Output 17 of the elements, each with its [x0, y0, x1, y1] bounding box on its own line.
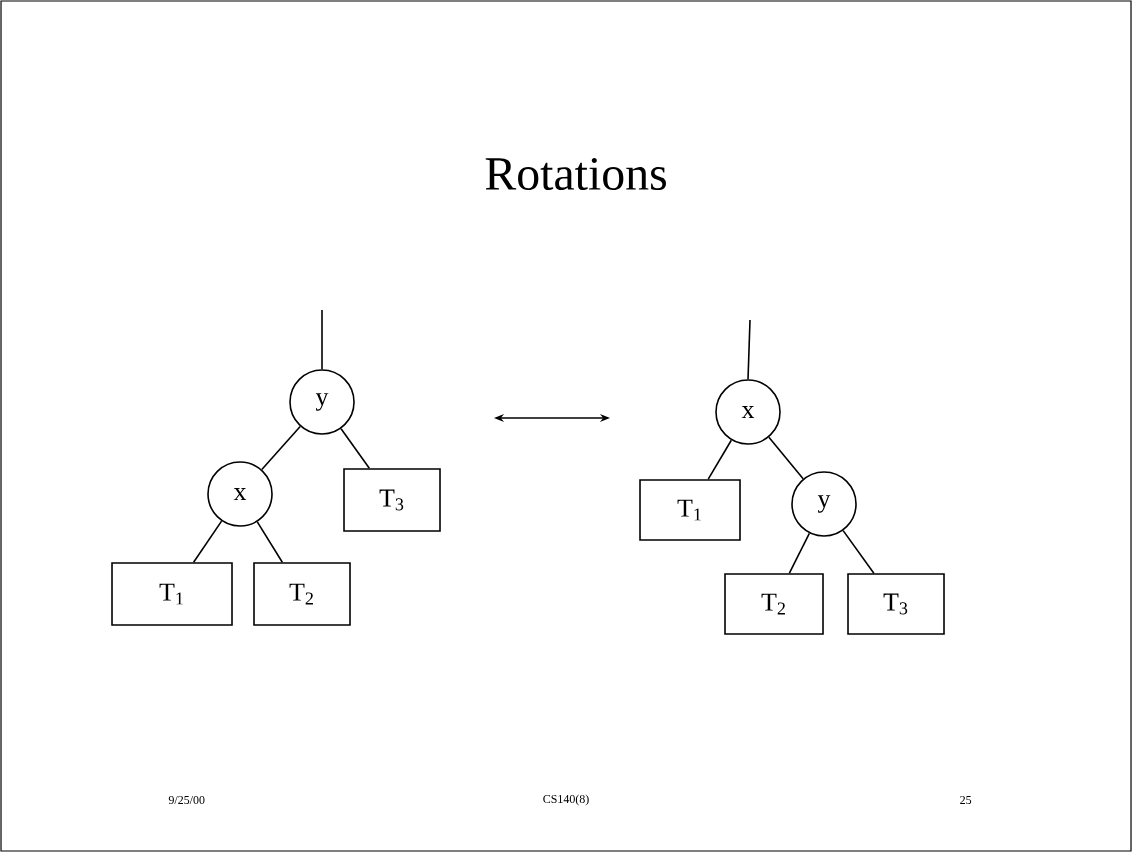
title: Rotations [485, 157, 666, 191]
subtree-box: T$_{2}$ [253, 562, 351, 626]
subtree-box: T$_{3}$ [847, 573, 945, 635]
tree-edge [192, 520, 223, 563]
subtree-box: T$_{1}$ [111, 562, 233, 626]
tree-edge [842, 529, 875, 574]
tree-edge [747, 319, 751, 380]
subtree-box: T$_{1}$ [639, 479, 741, 541]
tree-edge [261, 425, 301, 471]
tree-edge [256, 521, 284, 563]
tree-edge [340, 427, 371, 469]
tree-edge [707, 439, 733, 480]
tree-edge [788, 532, 811, 574]
tree-edge [321, 309, 323, 370]
subtree-box: T$_{3}$ [343, 468, 441, 532]
subtree-box: T$_{2}$ [724, 573, 824, 635]
tree-edge [768, 436, 804, 480]
